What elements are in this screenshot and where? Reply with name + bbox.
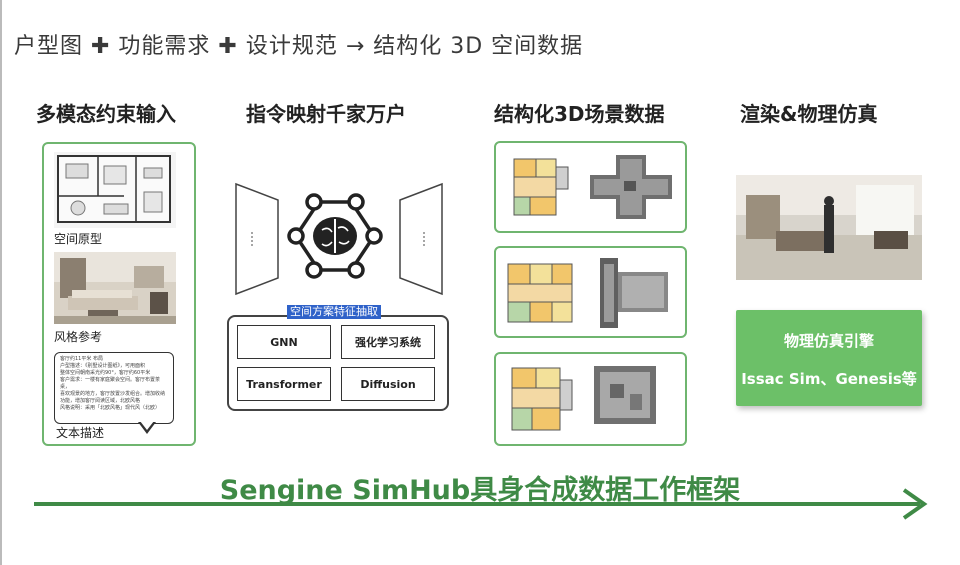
style-reference-label: 风格参考 <box>54 330 103 344</box>
model-transformer: Transformer <box>237 367 331 401</box>
physics-engine-title: 物理仿真引擎 <box>783 332 874 350</box>
colored-floorplan-icon <box>513 158 569 216</box>
scene-card-1 <box>494 141 687 233</box>
workflow-arrow <box>34 488 928 520</box>
brain-network-icon <box>287 193 383 279</box>
model-diffusion: Diffusion <box>341 367 435 401</box>
space-prototype-label: 空间原型 <box>54 232 103 246</box>
3d-scene-render-icon <box>594 366 656 424</box>
floorplan-image <box>54 152 176 228</box>
framework-title: Sengine SimHub具身合成数据工作框架 <box>219 475 741 506</box>
model-gnn: GNN <box>237 325 331 359</box>
column-heading-mapping: 指令映射千家万户 <box>246 102 406 126</box>
colored-floorplan-icon <box>511 367 573 431</box>
page-title: 户型图 ✚ 功能需求 ✚ 设计规范 → 结构化 3D 空间数据 <box>14 34 584 59</box>
feature-extraction-label: 空间方案特征抽取 <box>287 305 381 319</box>
column-heading-render: 渲染&物理仿真 <box>740 102 878 126</box>
3d-scene-render-icon <box>590 155 672 219</box>
bubble-tail-inner <box>140 421 154 430</box>
right-output-panel-icon <box>399 182 443 296</box>
text-line: 风格说明：采用「北欧风格」现代风（北欧） <box>60 405 161 411</box>
scene-card-3 <box>494 352 687 446</box>
text-line: 喜欢观景的地方，客厅放置沙发组合。增加收纳 <box>60 391 166 397</box>
scene-card-2 <box>494 246 687 338</box>
column-heading-input: 多模态约束输入 <box>36 102 176 126</box>
text-line: 户型描述：《别墅设计图纸》，可用面积 <box>60 363 146 369</box>
colored-floorplan-icon <box>507 263 573 323</box>
physics-engine-examples: Issac Sim、Genesis等 <box>741 370 917 388</box>
text-line: 客户需求：一楼有家庭聚会空间。客厅布置茶桌， <box>60 377 161 390</box>
text-description-label: 文本描述 <box>56 426 105 440</box>
column-heading-structured: 结构化3D场景数据 <box>494 102 665 126</box>
style-reference-image <box>54 252 176 324</box>
left-border <box>0 0 2 565</box>
text-line: 客厅约11平米 布局 <box>60 356 103 362</box>
text-line: 功能，增加客厅阅读区域，北欧风格 <box>60 398 141 404</box>
text-line: 整体空间朝南采光约90°，客厅约60平米 <box>60 370 151 376</box>
3d-scene-render-icon <box>600 258 668 328</box>
physics-engine-box: 物理仿真引擎 Issac Sim、Genesis等 <box>736 310 922 406</box>
left-input-panel-icon <box>235 182 279 296</box>
rendered-interior-image <box>736 175 922 280</box>
model-reinforcement-learning: 强化学习系统 <box>341 325 435 359</box>
text-description-bubble: 客厅约11平米 布局 户型描述：《别墅设计图纸》，可用面积 整体空间朝南采光约9… <box>54 352 174 424</box>
